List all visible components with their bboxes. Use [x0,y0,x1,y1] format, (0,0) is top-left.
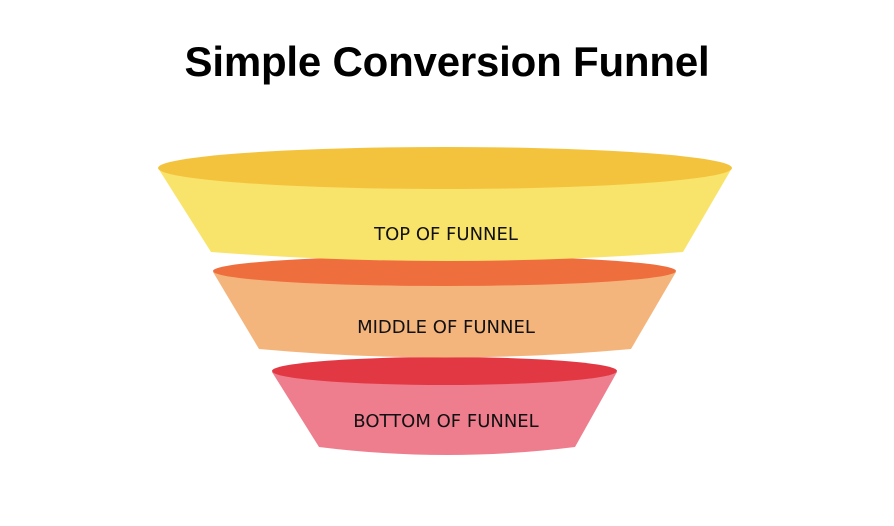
funnel-stage-bottom: BOTTOM OF FUNNEL [272,357,617,455]
funnel-stage-bottom-label: BOTTOM OF FUNNEL [353,411,538,432]
funnel-stage-top: TOP OF FUNNEL [158,147,732,261]
funnel-stage-bottom-body [272,372,617,455]
funnel-stage-middle-label: MIDDLE OF FUNNEL [357,317,535,338]
page-title: Simple Conversion Funnel [184,38,710,85]
funnel-stage-middle-rim [213,256,676,286]
funnel-stage-middle-body [213,272,676,358]
funnel-stage-top-label: TOP OF FUNNEL [373,224,518,245]
funnel-stage-middle: MIDDLE OF FUNNEL [213,256,676,358]
funnel-stage-bottom-rim [272,357,617,385]
funnel-stage-top-body [158,168,732,261]
funnel-stage-top-rim [158,147,732,189]
